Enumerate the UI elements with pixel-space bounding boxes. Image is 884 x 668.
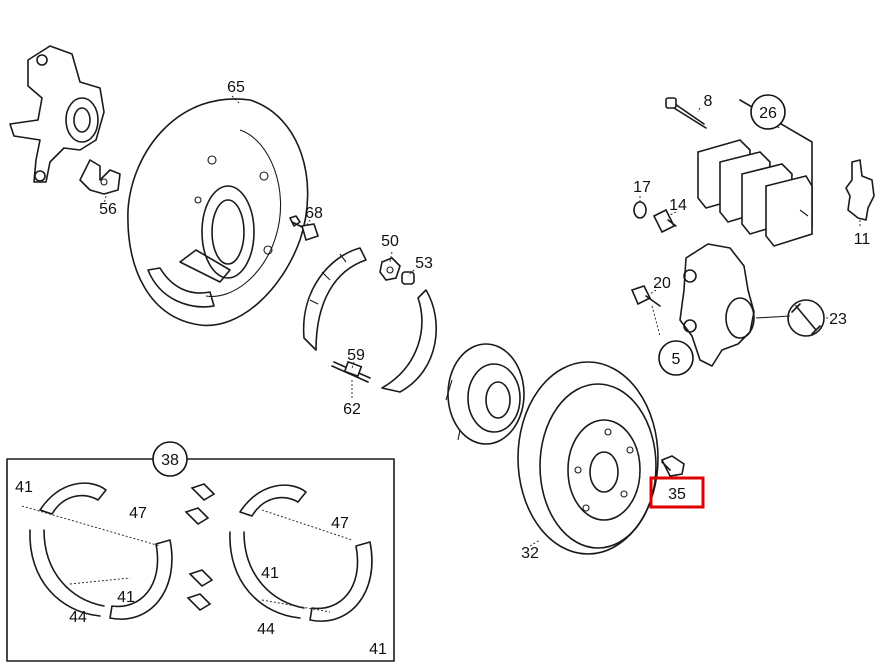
label-44-a: 44 bbox=[69, 609, 87, 626]
label-56: 56 bbox=[99, 201, 117, 218]
bracket-56 bbox=[79, 159, 121, 195]
circled-label-5: 5 bbox=[658, 340, 694, 376]
label-26: 26 bbox=[759, 105, 777, 122]
caliper-5 bbox=[679, 243, 791, 367]
label-17: 17 bbox=[633, 179, 651, 196]
label-32: 32 bbox=[521, 545, 539, 562]
bleeder-14 bbox=[652, 208, 677, 234]
label-44-b: 44 bbox=[257, 621, 275, 638]
label-41-b: 41 bbox=[117, 589, 135, 606]
label-50: 50 bbox=[381, 233, 399, 250]
circled-label-38: 38 bbox=[152, 441, 188, 477]
shoe-kit-box bbox=[6, 458, 395, 662]
label-8: 8 bbox=[704, 93, 713, 110]
highlight-35[interactable]: 35 bbox=[649, 476, 705, 509]
dust-shield-65 bbox=[127, 98, 309, 327]
clip-11 bbox=[845, 159, 875, 221]
label-38: 38 bbox=[161, 452, 179, 469]
wrench-icon bbox=[787, 299, 825, 337]
label-41-c: 41 bbox=[261, 565, 279, 582]
wheel-hub bbox=[445, 343, 525, 445]
label-68: 68 bbox=[305, 205, 323, 222]
part-labels: 65 56 68 50 53 59 62 8 17 14 11 20 23 32… bbox=[15, 79, 870, 658]
label-62: 62 bbox=[343, 401, 361, 418]
brake-pads-26 bbox=[697, 99, 813, 247]
steering-knuckle bbox=[9, 45, 105, 183]
label-5: 5 bbox=[672, 351, 681, 368]
label-35: 35 bbox=[668, 486, 686, 503]
label-41-a: 41 bbox=[15, 479, 33, 496]
label-41-d: 41 bbox=[369, 641, 387, 658]
screw-35 bbox=[660, 455, 685, 477]
circled-label-26: 26 bbox=[750, 94, 786, 130]
label-53: 53 bbox=[415, 255, 433, 272]
label-47-a: 47 bbox=[129, 505, 147, 522]
bolt-20 bbox=[630, 285, 661, 307]
parking-brake-shoe bbox=[302, 247, 437, 393]
leader-lines bbox=[103, 95, 861, 547]
cap-17 bbox=[633, 201, 647, 219]
label-20: 20 bbox=[653, 275, 671, 292]
brake-disc-32 bbox=[517, 361, 659, 555]
label-23: 23 bbox=[829, 311, 847, 328]
label-47-b: 47 bbox=[331, 515, 349, 532]
label-59: 59 bbox=[347, 347, 365, 364]
sleeve-53 bbox=[401, 271, 415, 285]
label-65: 65 bbox=[227, 79, 245, 96]
nut-50 bbox=[379, 257, 401, 281]
adjuster-59 bbox=[331, 360, 371, 383]
label-11: 11 bbox=[854, 231, 871, 248]
bolt-8 bbox=[665, 97, 707, 129]
bolt-68 bbox=[289, 215, 320, 242]
label-14: 14 bbox=[669, 197, 687, 214]
